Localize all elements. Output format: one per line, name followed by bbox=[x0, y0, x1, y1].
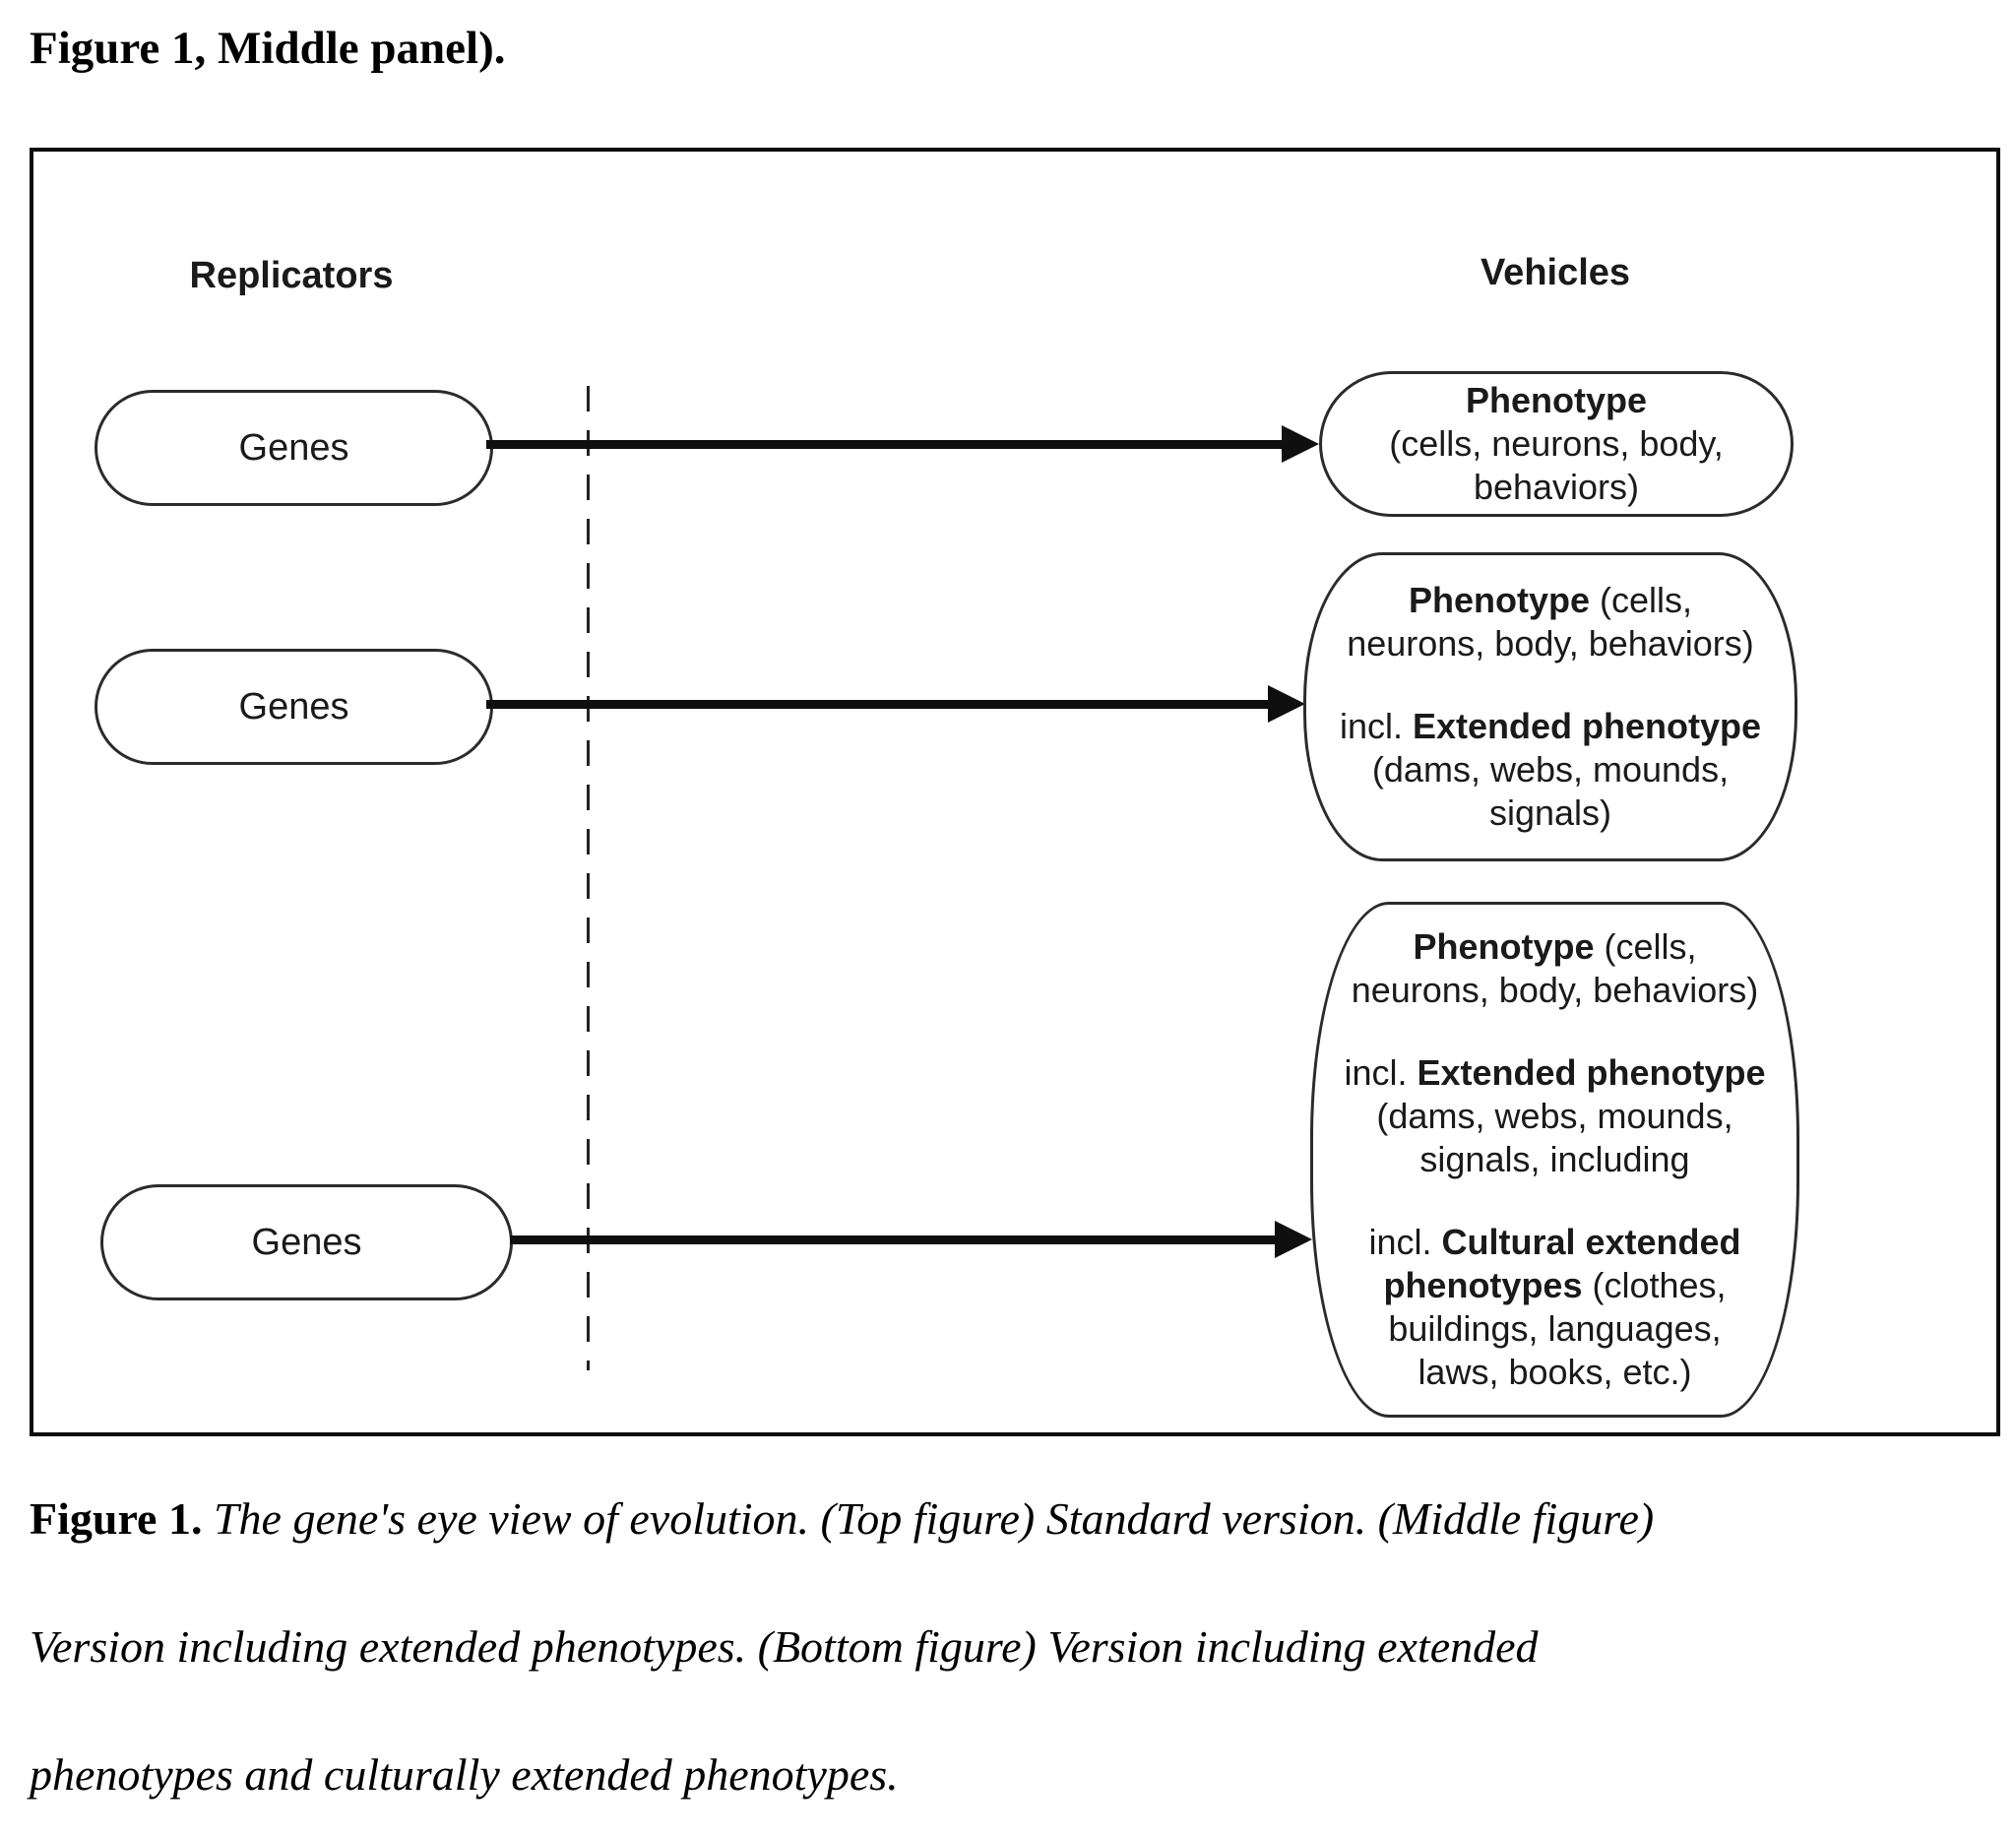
genes-pill-row1: Genes bbox=[94, 390, 493, 506]
figure-caption-line1: Figure 1. The gene's eye view of evoluti… bbox=[30, 1492, 1979, 1545]
vehicle-text-gap bbox=[1331, 1012, 1779, 1051]
figure-caption-label: Figure 1. bbox=[30, 1493, 203, 1544]
arrow-line-row1 bbox=[486, 440, 1282, 449]
vehicle-text-line: (cells, neurons, body, bbox=[1389, 423, 1724, 464]
vehicle-text-line: phenotypes (clothes, bbox=[1383, 1265, 1727, 1305]
vehicle-text-line: neurons, body, behaviors) bbox=[1347, 623, 1754, 664]
vehicle-text-line: incl. Extended phenotype bbox=[1344, 1052, 1766, 1093]
vehicle-text-line: behaviors) bbox=[1473, 467, 1640, 507]
dashed-divider-line bbox=[587, 386, 590, 1370]
vehicle-text-line: incl. Extended phenotype bbox=[1339, 706, 1762, 746]
vehicle-text-line: (dams, webs, mounds, bbox=[1376, 1096, 1733, 1136]
figure-caption-line2: Version including extended phenotypes. (… bbox=[30, 1621, 1539, 1672]
vehicle-text-gap bbox=[1331, 1181, 1779, 1221]
genes-label: Genes bbox=[238, 685, 349, 728]
genes-pill-row2: Genes bbox=[94, 649, 493, 765]
vehicle-text-line: Phenotype (cells, bbox=[1413, 926, 1697, 967]
vehicle-box-cultural-extended-phenotype: Phenotype (cells,neurons, body, behavior… bbox=[1310, 902, 1799, 1418]
vehicle-text-line: (dams, webs, mounds, bbox=[1371, 749, 1730, 790]
vehicle-text-line: Phenotype bbox=[1465, 380, 1648, 420]
genes-pill-row3: Genes bbox=[100, 1184, 513, 1300]
vehicle-box-phenotype: Phenotype(cells, neurons, body,behaviors… bbox=[1319, 371, 1794, 517]
vehicle-text-line: signals, including bbox=[1419, 1139, 1690, 1179]
vehicle-text-line: neurons, body, behaviors) bbox=[1351, 970, 1759, 1010]
column-header-vehicles: Vehicles bbox=[1480, 252, 1631, 293]
arrow-line-row3 bbox=[510, 1235, 1275, 1244]
arrow-head-icon bbox=[1268, 685, 1305, 723]
figure-caption-line3: phenotypes and culturally extended pheno… bbox=[30, 1749, 899, 1800]
arrow-line-row2 bbox=[486, 700, 1268, 709]
vehicle-text-line: laws, books, etc.) bbox=[1418, 1352, 1692, 1392]
genes-label: Genes bbox=[238, 426, 349, 469]
diagram-frame: Replicators Vehicles Genes Genes Genes P… bbox=[30, 148, 2000, 1436]
vehicle-box-extended-phenotype: Phenotype (cells,neurons, body, behavior… bbox=[1303, 552, 1797, 861]
vehicle-text-line: signals) bbox=[1488, 792, 1612, 833]
arrow-head-icon bbox=[1275, 1221, 1312, 1258]
vehicle-text-line: Phenotype (cells, bbox=[1408, 580, 1693, 620]
figure-caption-text: The gene's eye view of evolution. (Top f… bbox=[202, 1493, 1655, 1544]
arrow-head-icon bbox=[1282, 425, 1319, 463]
genes-label: Genes bbox=[251, 1221, 362, 1263]
vehicle-text-line: buildings, languages, bbox=[1388, 1308, 1722, 1349]
vehicle-text-line: incl. Cultural extended bbox=[1368, 1222, 1741, 1262]
figure-reference-heading: Figure 1, Middle panel). bbox=[30, 23, 506, 74]
column-header-replicators: Replicators bbox=[189, 255, 394, 296]
vehicle-text-gap bbox=[1324, 665, 1777, 705]
